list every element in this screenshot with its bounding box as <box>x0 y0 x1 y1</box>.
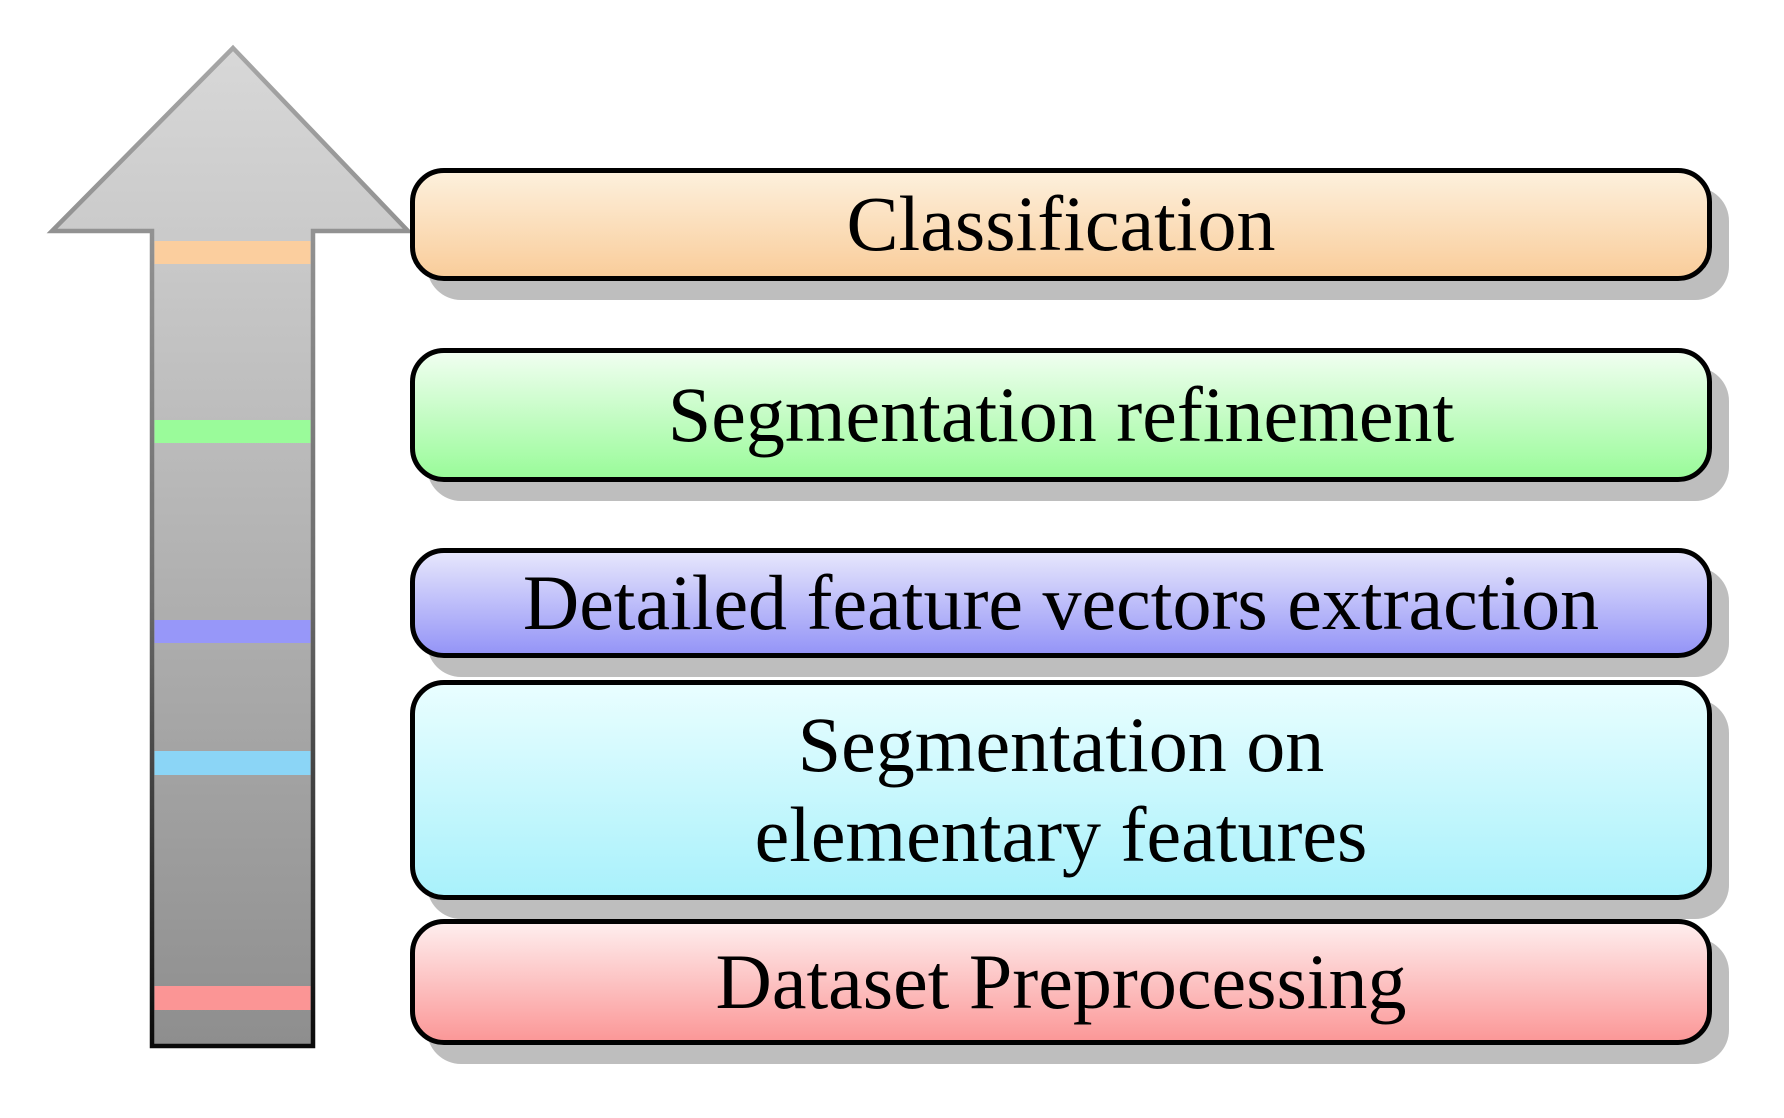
stage-label-segmentation-refinement: Segmentation refinement <box>667 370 1455 458</box>
stage-box-segmentation-refinement: Segmentation refinement <box>410 348 1712 482</box>
stage-box-detailed-feature-vectors-extraction: Detailed feature vectors extraction <box>410 548 1712 658</box>
stage-label-segmentation-on-line2: elementary features <box>754 791 1368 878</box>
stage-label-classification: Classification <box>846 180 1276 268</box>
arrow-band-dataset-preprocessing <box>154 986 311 1010</box>
stage-box-dataset-preprocessing: Dataset Preprocessing <box>410 919 1712 1045</box>
stage-label-segmentation-on-line1: Segmentation on <box>797 700 1325 788</box>
stage-label-detailed-feature-vectors-extraction: Detailed feature vectors extraction <box>522 558 1600 646</box>
stage-box-classification: Classification <box>410 168 1712 281</box>
arrow-body <box>46 44 414 1049</box>
stage-label-dataset-preprocessing: Dataset Preprocessing <box>715 937 1407 1025</box>
arrow-band-classification <box>154 241 311 264</box>
arrow-band-segmentation-elementary <box>154 751 311 775</box>
arrow-band-segmentation-refinement <box>154 420 311 443</box>
stage-box-segmentation-on-elementary-features: Segmentation on elementary features <box>410 680 1712 900</box>
arrow-band-detailed-extraction <box>154 620 311 643</box>
